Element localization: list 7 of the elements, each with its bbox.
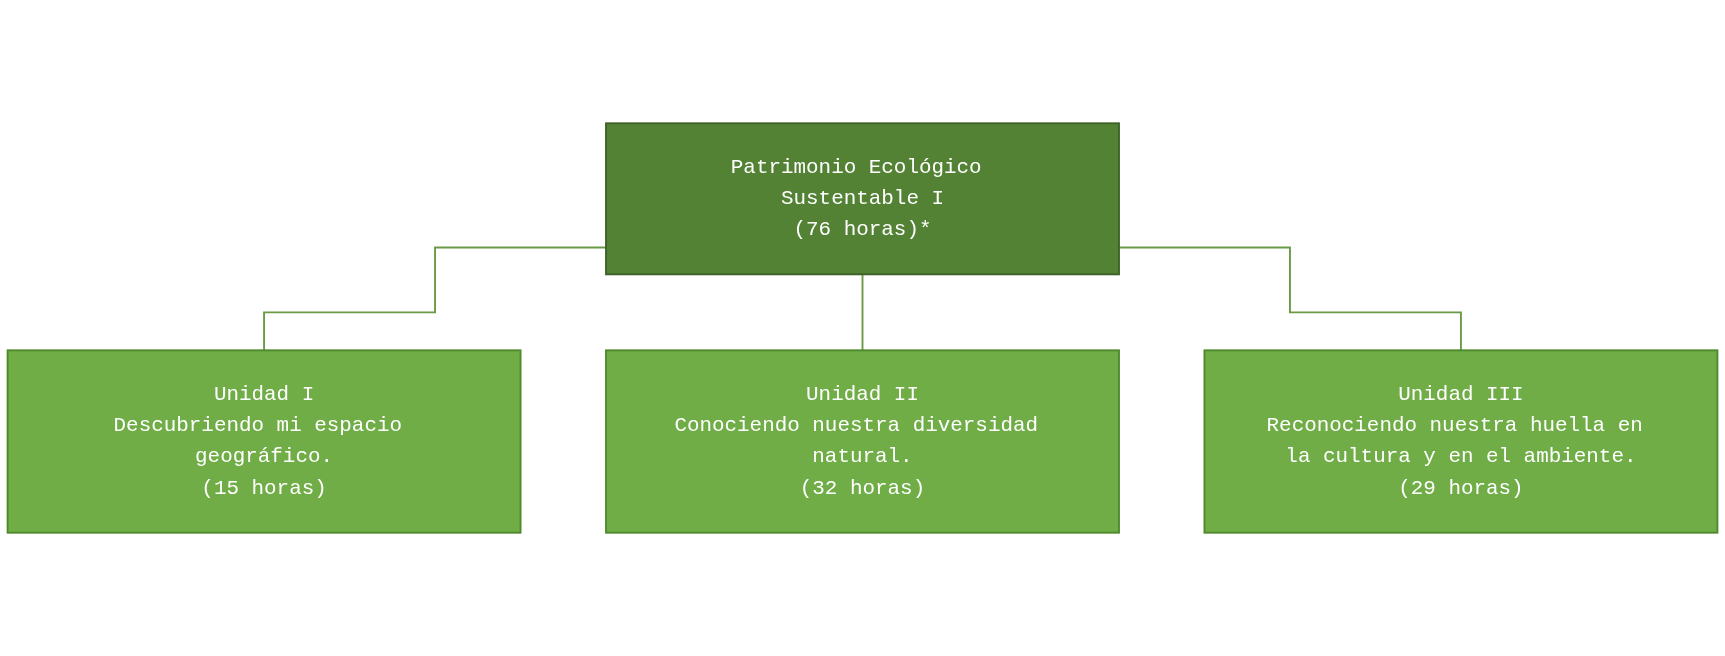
connector [1118,246,1462,352]
connector [861,273,864,352]
node-box: Patrimonio Ecológico Sustentable I (76 horas)* [605,122,1120,276]
node-box: Unidad II Conociendo nuestra diversidad natural. (32 horas) [605,349,1120,534]
connector [263,246,607,352]
node-box: Unidad I Descubriendo mi espacio geográfico. (15 horas) [6,349,522,534]
node-box: Unidad III Reconociendo nuestra huella en la cultura y en el ambiente. (29 horas) [1203,349,1719,534]
